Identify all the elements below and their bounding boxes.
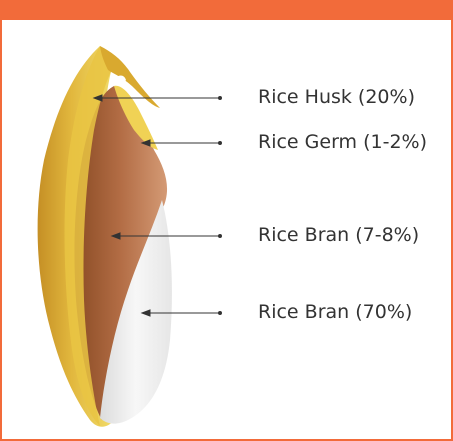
endosperm-label: Rice Bran (70%) — [258, 301, 412, 323]
husk-label: Rice Husk (20%) — [258, 86, 415, 108]
germ-label: Rice Germ (1-2%) — [258, 131, 427, 153]
bran-label: Rice Bran (7-8%) — [258, 224, 419, 246]
